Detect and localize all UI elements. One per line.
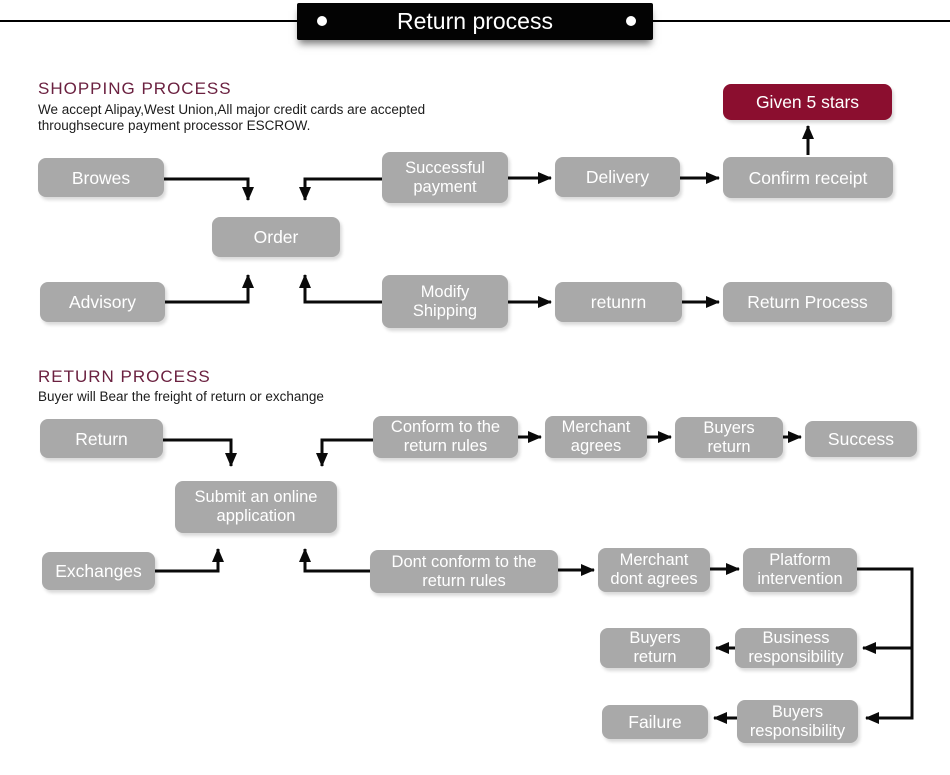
flow-node-exchanges: Exchanges xyxy=(42,552,155,590)
return-section-heading: RETURN PROCESS xyxy=(38,367,211,386)
shopping-section-heading: SHOPPING PROCESS xyxy=(38,79,232,98)
flow-node-order: Order xyxy=(212,217,340,257)
flow-node-platform-intervention: Platform intervention xyxy=(743,548,857,592)
flow-node-conform-to-return-rules: Conform to the return rules xyxy=(373,416,518,458)
flow-node-delivery: Delivery xyxy=(555,157,680,197)
flow-node-business-responsibility: Business responsibility xyxy=(735,628,857,668)
flow-node-buyers-responsibility: Buyers responsibility xyxy=(737,700,858,743)
flow-node-successful-payment: Successful payment xyxy=(382,152,508,203)
flow-node-return-process: Return Process xyxy=(723,282,892,322)
flow-node-buyers-return-bottom: Buyers return xyxy=(600,628,710,668)
flow-node-buyers-return: Buyers return xyxy=(675,417,783,458)
flow-node-submit-online-application: Submit an online application xyxy=(175,481,337,533)
flow-node-advisory: Advisory xyxy=(40,282,165,322)
banner-dot-left-icon xyxy=(317,16,327,26)
return-section-description-line1: Buyer will Bear the freight of return or… xyxy=(38,389,324,404)
flow-node-confirm-receipt: Confirm receipt xyxy=(723,157,893,198)
flow-node-merchant-dont-agrees: Merchant dont agrees xyxy=(598,548,710,592)
flow-node-modify-shipping: Modify Shipping xyxy=(382,275,508,328)
flow-node-browes: Browes xyxy=(38,158,164,197)
banner-dot-right-icon xyxy=(626,16,636,26)
title-banner: Return process xyxy=(297,3,653,40)
flow-node-dont-conform-to-return-rules: Dont conform to the return rules xyxy=(370,550,558,593)
shopping-section-description-line1: We accept Alipay,West Union,All major cr… xyxy=(38,102,426,117)
flow-node-success: Success xyxy=(805,421,917,457)
flow-node-given-5-stars: Given 5 stars xyxy=(723,84,892,120)
page-title: Return process xyxy=(397,8,553,34)
flow-node-retunrn: retunrn xyxy=(555,282,682,322)
flow-node-return: Return xyxy=(40,419,163,458)
shopping-section-description-line2: throughsecure payment processor ESCROW. xyxy=(38,118,311,133)
flow-node-merchant-agrees: Merchant agrees xyxy=(545,416,647,458)
flow-node-failure: Failure xyxy=(602,705,708,739)
